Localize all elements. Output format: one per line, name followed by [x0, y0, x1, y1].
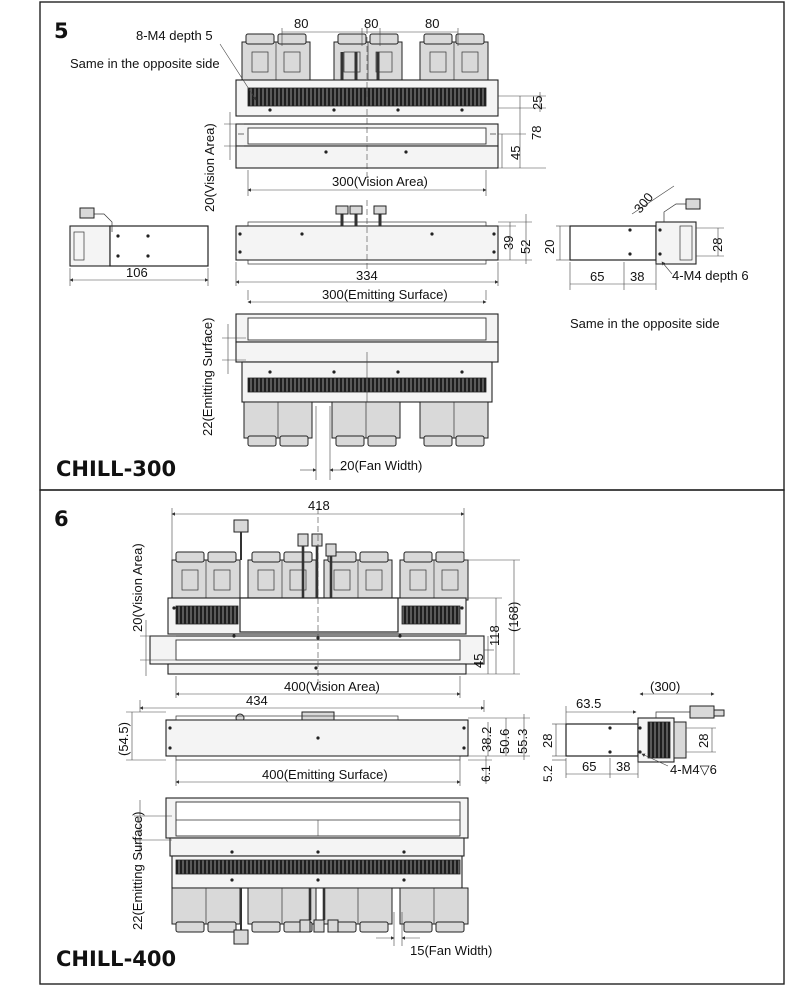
dim-emit-height-400: 22(Emitting Surface) — [130, 812, 145, 931]
chill300-top-view — [235, 28, 499, 178]
chill400-front-view: (54.5) 38.2 50.6 55.3 6.1 400(Emitting S… — [116, 711, 530, 786]
dim-pitch-a: 80 — [294, 16, 308, 31]
dim-emit-width-400: 400(Emitting Surface) — [262, 767, 388, 782]
chill300-left-side-view: 106 — [69, 207, 209, 286]
dim-434: 434 — [246, 693, 268, 708]
dim-right-20: 20 — [542, 240, 557, 254]
panel-5-number: 5 — [54, 19, 69, 43]
dim-pitch-c: 80 — [425, 16, 439, 31]
panel-6: 6 CHILL-400 — [39, 489, 785, 985]
chill300-front-view: 39 52 334 300(Emitting Surface) — [235, 200, 533, 304]
dim-side-width-106: 106 — [126, 265, 148, 280]
dim-168: (168) — [506, 602, 521, 632]
dim-418: 418 — [308, 498, 330, 513]
panel-6-model-name: CHILL-400 — [56, 947, 176, 971]
chill400-top-view — [149, 508, 485, 690]
dim-emit-height: 22(Emitting Surface) — [200, 318, 215, 437]
panel-6-frame — [39, 489, 785, 985]
dim-25: 25 — [530, 96, 545, 110]
dim-vision-height-400: 20(Vision Area) — [130, 543, 145, 632]
chill400-right-side-view: (300) 63.5 28 28 5.2 65 38 4-M4▽6 — [540, 679, 725, 782]
dim-635: 63.5 — [576, 696, 601, 711]
opposite-note-top: Same in the opposite side — [70, 56, 220, 71]
dim-506: 50.6 — [497, 729, 512, 754]
dim-vision-height: 20(Vision Area) — [202, 123, 217, 212]
dim-right-65: 65 — [590, 269, 604, 284]
tap-note-top: 8-M4 depth 5 — [136, 28, 213, 43]
chill400-top-dimensions: 418 20(Vision Area) (168) 118 45 400(Vis… — [130, 498, 521, 712]
dim-fan-width-15: 15(Fan Width) — [410, 943, 492, 958]
dim-vision-width: 300(Vision Area) — [332, 174, 428, 189]
dim-39: 39 — [501, 236, 516, 250]
dim-28-right: 28 — [696, 734, 711, 748]
dim-78: 78 — [529, 126, 544, 140]
dim-right-28: 28 — [710, 238, 725, 252]
dim-545: (54.5) — [116, 722, 131, 756]
dim-65-400: 65 — [582, 759, 596, 774]
dim-553: 55.3 — [515, 729, 530, 754]
dim-28-left: 28 — [540, 734, 555, 748]
dim-pitch-b: 80 — [364, 16, 378, 31]
chill300-top-dimensions: 80 80 80 8-M4 depth 5 Same in the opposi… — [70, 16, 546, 212]
dim-45: 45 — [508, 146, 523, 160]
dim-emit-width: 300(Emitting Surface) — [322, 287, 448, 302]
dim-334: 334 — [356, 268, 378, 283]
dim-right-38: 38 — [630, 269, 644, 284]
chill300-bottom-view: 20(Fan Width) 22(Emitting Surface) — [200, 313, 499, 480]
tap-note-400: 4-M4▽6 — [670, 762, 717, 777]
chill400-bottom-view: 22(Emitting Surface) 15(Fan Width) — [130, 797, 492, 958]
dim-61: 6.1 — [479, 765, 493, 782]
dim-52: 52 — [518, 240, 533, 254]
dim-118: 118 — [487, 625, 502, 646]
tap-note-right: 4-M4 depth 6 — [672, 268, 749, 283]
dim-382: 38.2 — [479, 727, 494, 752]
dim-fan-width-20: 20(Fan Width) — [340, 458, 422, 473]
dim-38-400: 38 — [616, 759, 630, 774]
dim-45-400: 45 — [471, 654, 486, 668]
chill300-right-side-view: 300 20 28 65 38 4-M4 depth 6 Same in the… — [542, 185, 749, 331]
opposite-note-right: Same in the opposite side — [570, 316, 720, 331]
dim-cable-300-400: (300) — [650, 679, 680, 694]
dim-52-400: 5.2 — [541, 765, 555, 782]
panel-5: 5 CHILL-300 — [39, 1, 785, 491]
panel-5-model-name: CHILL-300 — [56, 457, 176, 481]
dim-vision-width-400: 400(Vision Area) — [284, 679, 380, 694]
panel-6-number: 6 — [54, 507, 69, 531]
